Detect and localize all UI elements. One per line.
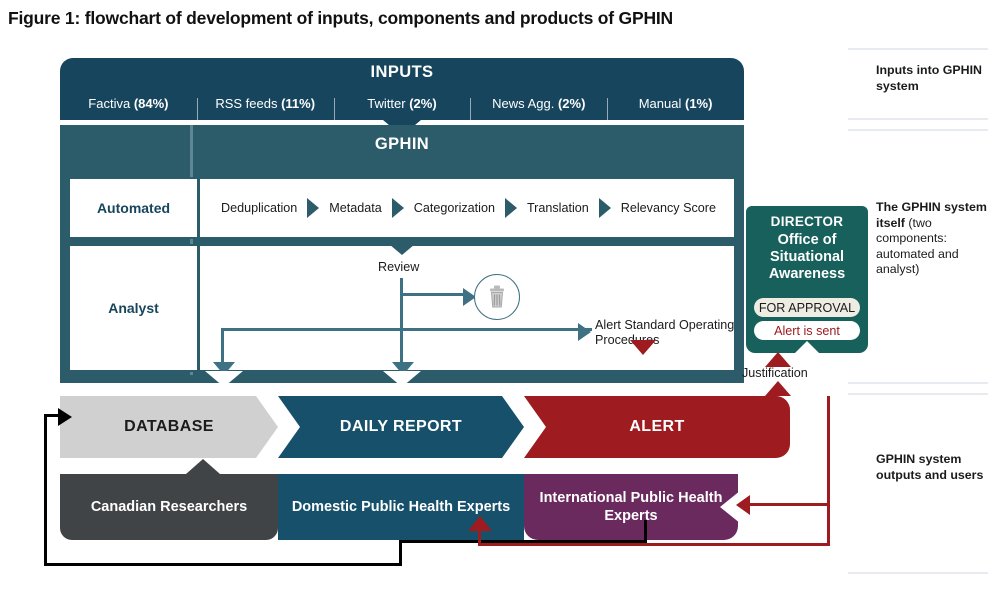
page-title: Figure 1: flowchart of development of in…: [8, 8, 673, 28]
pipeline-step-relevancy-score: Relevancy Score: [620, 201, 716, 215]
alert-red-vertical: [827, 396, 830, 545]
pipeline-step-metadata: Metadata: [329, 201, 382, 215]
input-source-share: (84%): [133, 95, 169, 111]
alert-to-justification-arrow: [765, 381, 791, 396]
input-source-name: Twitter: [367, 95, 406, 111]
database-feedback-arrow: [58, 408, 72, 426]
database-feedback-vertical: [44, 414, 47, 566]
output-database-label: DATABASE: [124, 418, 214, 435]
alert-red-international-arrow: [736, 495, 750, 515]
analyst-to-sop-arrow: [578, 323, 591, 341]
annotation-outputs: GPHIN system outputs and users: [876, 452, 984, 482]
output-daily-report-label: DAILY REPORT: [339, 418, 463, 435]
review-label: Review: [378, 260, 420, 274]
chevron-right-icon: [307, 198, 320, 218]
alert-red-domestic-leg: [478, 528, 481, 546]
gphin-to-database-chevron: [205, 371, 243, 387]
inputs-panel: INPUTS Factiva (84%) RSS feeds (11%) Twi…: [60, 58, 744, 120]
inputs-source-row: Factiva (84%) RSS feeds (11%) Twitter (2…: [60, 88, 744, 120]
input-source-manual: Manual (1%): [607, 95, 744, 120]
input-source-name: RSS feeds: [215, 95, 278, 111]
user-international-experts-label: International Public Health Experts: [539, 490, 723, 524]
annotation-inputs: Inputs into GPHIN system: [876, 63, 982, 93]
output-daily-report: DAILY REPORT: [278, 396, 524, 458]
database-feedback-stub: [44, 414, 62, 417]
gphin-to-report-chevron: [383, 371, 421, 387]
input-source-share: (1%): [684, 95, 713, 111]
pipeline-step-deduplication: Deduplication: [220, 201, 298, 215]
chevron-right-icon: [391, 198, 404, 218]
analyst-row-separator: [197, 246, 200, 370]
alert-branch-triangle: [630, 340, 656, 355]
input-source-factiva: Factiva (84%): [60, 96, 197, 111]
analyst-database-leg: [221, 328, 224, 370]
automated-row-label: Automated: [96, 200, 171, 216]
input-source-news-agg: News Agg. (2%): [470, 95, 607, 120]
director-office: Office of Situational Awareness: [768, 232, 846, 282]
pipeline-step-translation: Translation: [526, 201, 589, 215]
domestic-feedback-leg: [399, 540, 402, 566]
review-stem: [400, 278, 403, 370]
director-box: DIRECTOR Office of Situational Awareness…: [746, 206, 868, 354]
alert-sop-label: Alert Standard Operating Procedures: [595, 318, 735, 347]
user-canadian-researchers-label: Canadian Researchers: [90, 499, 248, 515]
rail-divider: [848, 382, 988, 384]
input-source-share: (2%): [557, 95, 586, 111]
alert-red-bottom-run: [478, 543, 830, 546]
chevron-right-icon: [598, 198, 611, 218]
database-feedback-bottom: [44, 563, 402, 566]
annotation-rail: Inputs into GPHIN system The GPHIN syste…: [846, 0, 1000, 590]
automated-row-separator: [197, 179, 200, 237]
annotation-gphin-line2: (two components: automated and analyst): [876, 215, 959, 277]
director-role: DIRECTOR: [770, 214, 844, 229]
automated-to-analyst-chevron: [383, 239, 421, 255]
researchers-to-database-notch: [186, 459, 220, 474]
input-source-share: (2%): [409, 95, 437, 111]
input-source-name: News Agg.: [492, 95, 555, 111]
automated-pipeline: Deduplication Metadata Categorization Tr…: [203, 179, 734, 237]
trash-icon: [474, 274, 520, 320]
input-source-name: Factiva: [88, 95, 131, 111]
domestic-feedback-run: [399, 540, 647, 543]
inputs-heading: INPUTS: [370, 63, 434, 81]
rail-divider: [848, 572, 988, 574]
output-database: DATABASE: [60, 396, 278, 458]
international-feedback-leg: [644, 520, 647, 543]
rail-divider: [848, 48, 988, 50]
input-source-twitter: Twitter (2%): [333, 95, 471, 120]
analyst-row-label: Analyst: [108, 300, 159, 316]
gphin-heading: GPHIN: [374, 135, 430, 153]
user-international-experts: International Public Health Experts: [524, 474, 738, 540]
review-to-trash-line: [400, 293, 470, 296]
justification-to-director-arrow: [765, 352, 791, 367]
annotation-gphin: The GPHIN system itself (two components:…: [876, 200, 994, 278]
database-to-researchers-notch: [128, 458, 162, 473]
user-domestic-experts-label: Domestic Public Health Experts: [291, 499, 511, 515]
input-source-share: (11%): [281, 95, 316, 111]
output-alert: ALERT: [524, 396, 790, 458]
director-notch: [794, 341, 820, 354]
pipeline-step-categorization: Categorization: [413, 201, 495, 215]
analyst-to-sop-line: [221, 328, 592, 331]
justification-label: Justification: [742, 366, 808, 380]
alert-red-to-international: [748, 503, 830, 506]
user-canadian-researchers: Canadian Researchers: [60, 474, 278, 540]
rail-divider: [848, 393, 988, 395]
rail-divider: [848, 118, 988, 120]
automated-row: Automated Deduplication Metadata Categor…: [68, 177, 736, 239]
input-source-rss: RSS feeds (11%): [196, 95, 334, 120]
for-approval-pill[interactable]: FOR APPROVAL: [754, 298, 860, 317]
chevron-right-icon: [504, 198, 517, 218]
annotation-gphin-line1: The GPHIN system itself: [876, 200, 987, 230]
alert-is-sent-pill[interactable]: Alert is sent: [754, 321, 860, 340]
rail-divider: [848, 129, 988, 131]
input-source-name: Manual: [638, 95, 682, 111]
output-alert-label: ALERT: [629, 418, 685, 435]
report-to-domestic-notch: [384, 458, 418, 473]
review-to-trash-arrow: [463, 288, 476, 306]
alert-red-domestic-arrow: [468, 516, 492, 531]
